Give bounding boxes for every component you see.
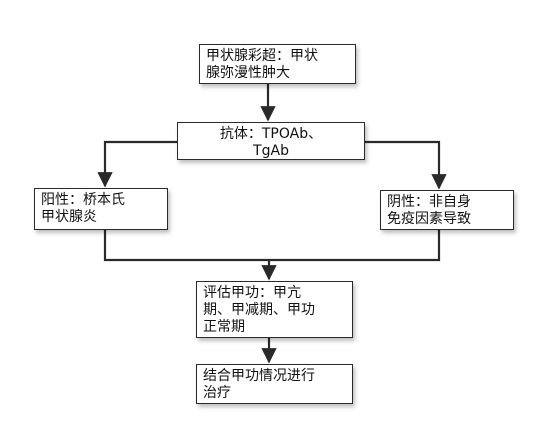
node-thyroid-ultrasound: 甲状腺彩超：甲状 腺弥漫性肿大 xyxy=(199,44,356,84)
node-positive-hashimoto: 阳性：桥本氏 甲状腺炎 xyxy=(34,188,168,230)
merge-line xyxy=(103,230,441,262)
arrow-antibody-to-positive xyxy=(97,140,177,188)
node-thyroid-function-assessment: 评估甲功：甲亢 期、甲减期、甲功 正常期 xyxy=(196,281,353,338)
node-antibody-test: 抗体：TPOAb、 TgAb xyxy=(177,122,365,160)
arrow-antibody-to-negative xyxy=(365,140,447,190)
node-negative-non-autoimmune: 阴性：非自身 免疫因素导致 xyxy=(380,190,514,230)
node-treatment: 结合甲功情况进行 治疗 xyxy=(196,364,353,404)
